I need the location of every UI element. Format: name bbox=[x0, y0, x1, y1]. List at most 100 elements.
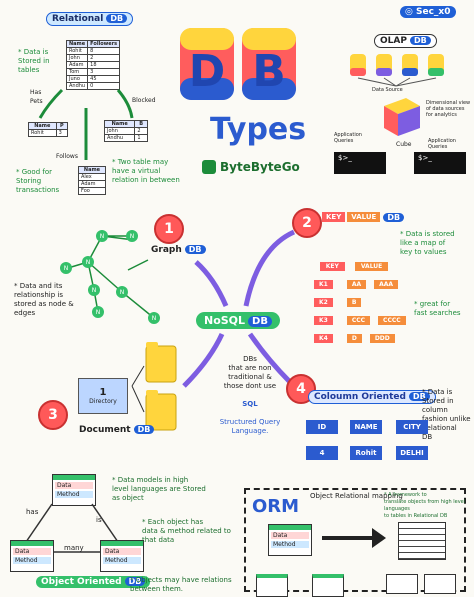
graph-text: Graph bbox=[151, 245, 182, 255]
kv-key-tag: KEY bbox=[322, 212, 346, 222]
folder-icon bbox=[145, 390, 177, 431]
graph-node: N bbox=[116, 286, 128, 298]
orm-window-small bbox=[386, 574, 418, 594]
cylinder-d bbox=[180, 28, 234, 100]
cell: Foo bbox=[78, 187, 106, 195]
app-queries-right: Application Queries bbox=[428, 138, 456, 150]
badge-col-number: 4 bbox=[296, 381, 306, 397]
object-method: Method bbox=[13, 557, 51, 564]
dimensional-view-note: Dimensional view of data sources for ana… bbox=[426, 100, 471, 118]
kv-db-tag: DB bbox=[383, 212, 405, 222]
relation-has bbox=[25, 503, 53, 543]
object-data: Data bbox=[55, 482, 93, 489]
object-data: Data bbox=[13, 548, 51, 555]
object-note-method: * Each object has data & method related … bbox=[142, 518, 231, 544]
db-cylinders-logo: D B bbox=[180, 28, 296, 100]
directory-text: Directory bbox=[89, 398, 117, 405]
badge-graph-number: 1 bbox=[164, 221, 174, 237]
follows-label: Follows bbox=[56, 153, 78, 160]
handle-badge: ◎ Sec_x0 bbox=[400, 6, 456, 18]
col-city-value: DELHI bbox=[400, 449, 424, 457]
col-value-name: Rohit bbox=[350, 446, 382, 460]
graph-node: N bbox=[88, 284, 100, 296]
blocked-label: Blocked bbox=[132, 97, 156, 104]
orm-arrow bbox=[322, 528, 386, 548]
cell: 0 bbox=[87, 82, 121, 90]
document-db-tag: DB bbox=[133, 425, 155, 434]
terminal-left-prompt: $>_ bbox=[338, 154, 352, 162]
object-method: Method bbox=[55, 491, 93, 498]
at-icon: ◎ bbox=[405, 7, 416, 17]
kv-value: CCC bbox=[346, 315, 371, 325]
follows-table: Name Alex Adam Foo bbox=[78, 166, 106, 195]
object-note-stored: * Data models in high level languages ar… bbox=[112, 476, 206, 502]
types-title: Types bbox=[210, 112, 307, 147]
graph-node: N bbox=[96, 230, 108, 242]
orm-window-small bbox=[424, 574, 456, 594]
source-db-3 bbox=[402, 54, 418, 76]
kv-row: K4 D DDD bbox=[314, 332, 414, 344]
col-city-text: CITY bbox=[403, 423, 421, 431]
relational-db-tag: DB bbox=[106, 14, 128, 23]
col-id-value: 4 bbox=[319, 449, 325, 457]
orm-mapping-label: Object Relational mapping bbox=[310, 492, 403, 500]
terminal-right: $>_ bbox=[414, 152, 466, 174]
node-text: N bbox=[63, 264, 69, 272]
folder-link bbox=[131, 365, 145, 413]
badge-kv-number: 2 bbox=[302, 215, 312, 231]
badge-document: 3 bbox=[38, 400, 68, 430]
node-text: N bbox=[99, 232, 105, 240]
kv-header: KEY VALUE bbox=[314, 260, 394, 272]
badge-doc-number: 3 bbox=[48, 407, 58, 423]
orm-bottom-windows bbox=[256, 574, 456, 597]
cell: Andhu bbox=[103, 134, 136, 142]
table-row: Foo bbox=[78, 187, 106, 195]
relational-note-transactions: * Good for Storing transactions bbox=[16, 168, 60, 194]
relational-note-tables: * Data is Stored in tables bbox=[18, 48, 50, 74]
kv-row: K1 AA AAA bbox=[314, 278, 414, 290]
graph-edges bbox=[67, 235, 155, 319]
cylinder-b bbox=[242, 28, 296, 100]
kv-key: K2 bbox=[314, 297, 333, 307]
object-data: Data bbox=[103, 548, 141, 555]
graph-edge bbox=[67, 235, 155, 319]
node-text: N bbox=[129, 232, 135, 240]
column-db-tag: DB bbox=[408, 392, 430, 401]
source-db-1 bbox=[350, 54, 366, 76]
object-many-label: many bbox=[64, 544, 84, 552]
col-name-text: NAME bbox=[354, 423, 378, 431]
col-header-city: CITY bbox=[396, 420, 428, 434]
source-db-4 bbox=[428, 54, 444, 76]
arrow-blocked bbox=[116, 89, 134, 119]
col-header-id: ID bbox=[306, 420, 338, 434]
kv-key: K1 bbox=[314, 279, 333, 289]
object-window-top: Data Method bbox=[52, 474, 96, 506]
col-id-text: ID bbox=[317, 423, 327, 431]
node-text: N bbox=[91, 286, 97, 294]
title-letter-d: D bbox=[189, 46, 226, 97]
object-is-label: is bbox=[96, 516, 102, 524]
brand-logo: ByteByteGo bbox=[202, 160, 300, 174]
source-lines bbox=[357, 77, 437, 87]
node-text: N bbox=[119, 288, 125, 296]
kv-key: K4 bbox=[314, 333, 333, 343]
kv-value: DDD bbox=[369, 333, 395, 343]
badge-graph: 1 bbox=[154, 214, 184, 244]
orm-note: * A framework to translate objects from … bbox=[384, 492, 466, 519]
data-source-label: Data Source bbox=[372, 87, 403, 93]
olap-cube bbox=[384, 98, 420, 136]
kv-row: K2 B bbox=[314, 296, 414, 308]
object-window-right: Data Method bbox=[100, 540, 144, 572]
kv-value: B bbox=[346, 297, 362, 307]
graph-node: N bbox=[92, 306, 104, 318]
arrow-has-pets bbox=[38, 88, 64, 119]
graph-node: N bbox=[126, 230, 138, 242]
